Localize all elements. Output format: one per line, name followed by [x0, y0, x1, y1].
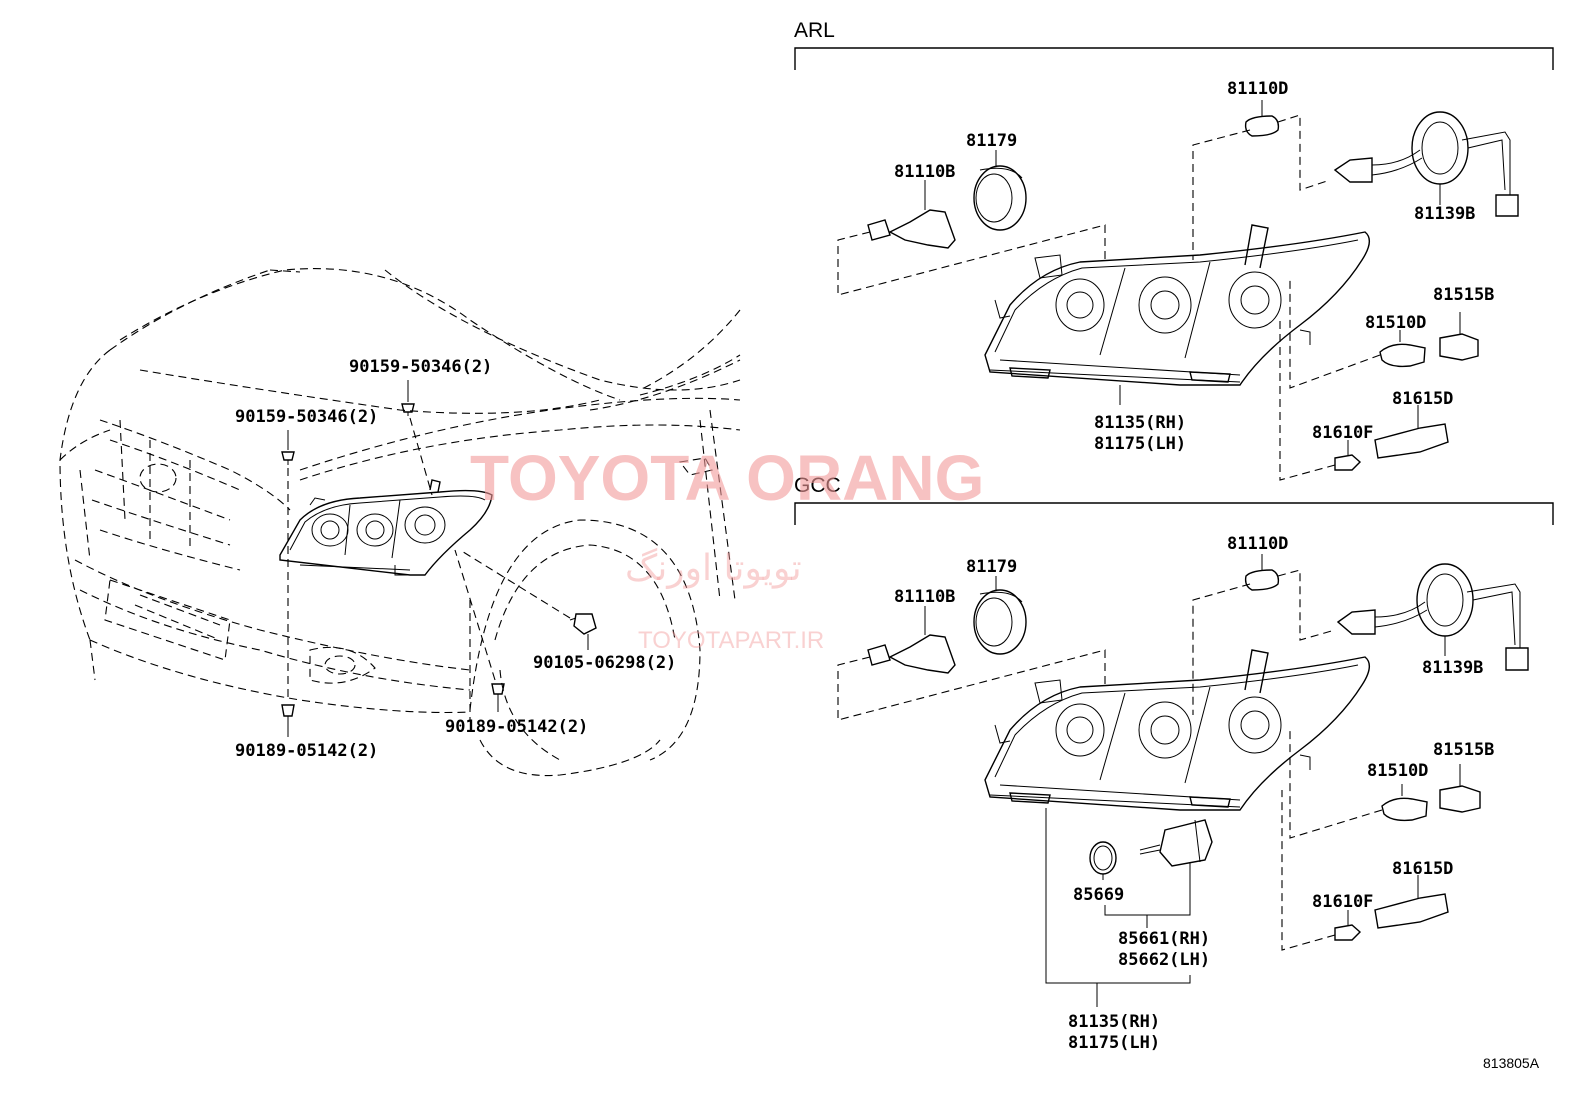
car-front-illustration [59, 268, 741, 777]
arl-part-labels: 81110D 81179 81110B 81139B 81515B 81510D… [894, 79, 1494, 454]
arl-label-81110d: 81110D [1227, 79, 1288, 99]
gcc-label-81110d: 81110D [1227, 534, 1288, 554]
gcc-label-81175: 81175(LH) [1068, 1033, 1160, 1053]
arl-label-81139b: 81139B [1414, 204, 1475, 224]
gcc-label-81135: 81135(RH) [1068, 1012, 1160, 1032]
diagram-code: 813805A [1483, 1055, 1540, 1071]
part-label-90105: 90105-06298(2) [533, 653, 676, 673]
gcc-label-81510d: 81510D [1367, 761, 1428, 781]
arl-label-81510d: 81510D [1365, 313, 1426, 333]
arl-label-81615d: 81615D [1392, 389, 1453, 409]
part-label-90189-bottom: 90189-05142(2) [235, 741, 378, 761]
part-label-90159-top: 90159-50346(2) [349, 357, 492, 377]
gcc-label-81179: 81179 [966, 557, 1017, 577]
arl-label-81610f: 81610F [1312, 423, 1373, 443]
arl-label-81515b: 81515B [1433, 285, 1494, 305]
gcc-label-85669: 85669 [1073, 885, 1124, 905]
gcc-label-85662: 85662(LH) [1118, 950, 1210, 970]
part-label-90189-right: 90189-05142(2) [445, 717, 588, 737]
section-label-arl: ARL [794, 19, 835, 42]
section-bracket-gcc [794, 502, 1554, 525]
gcc-label-81110b: 81110B [894, 587, 955, 607]
gcc-components [837, 554, 1529, 1007]
gcc-label-81139b: 81139B [1422, 658, 1483, 678]
headlamp-small [279, 479, 493, 576]
arl-label-81135: 81135(RH) [1094, 413, 1186, 433]
watermark: TOYOTA ORANG تویوتا اورنگ TOYOTAPART.IR [470, 442, 984, 654]
arl-components [837, 100, 1519, 481]
gcc-label-81515b: 81515B [1433, 740, 1494, 760]
left-part-labels: 90159-50346(2) 90159-50346(2) 90105-0629… [235, 357, 676, 761]
arl-label-81110b: 81110B [894, 162, 955, 182]
section-label-gcc: GCC [794, 474, 841, 497]
gcc-label-81615d: 81615D [1392, 859, 1453, 879]
section-bracket-arl [794, 47, 1554, 70]
gcc-label-81610f: 81610F [1312, 892, 1373, 912]
arl-label-81175: 81175(LH) [1094, 434, 1186, 454]
arl-label-81179: 81179 [966, 131, 1017, 151]
gcc-part-labels: 81110D 81179 81110B 81139B 81515B 81510D… [894, 534, 1494, 1053]
part-label-90159-left: 90159-50346(2) [235, 407, 378, 427]
gcc-label-85661: 85661(RH) [1118, 929, 1210, 949]
watermark-persian-text: تویوتا اورنگ [625, 547, 802, 589]
left-fasteners [281, 380, 597, 737]
watermark-main-text: TOYOTA ORANG [470, 442, 984, 514]
watermark-url-text: TOYOTAPART.IR [638, 627, 824, 654]
